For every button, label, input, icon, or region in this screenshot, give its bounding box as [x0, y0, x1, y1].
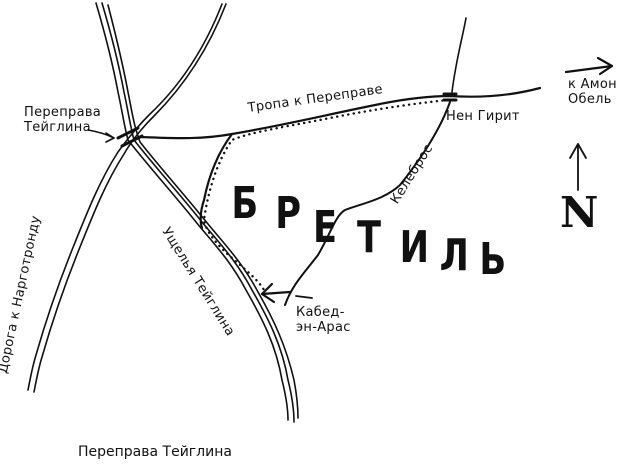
region-letter: Е: [313, 202, 338, 253]
celebros-stream: [451, 17, 467, 93]
nen-girith-marks: [442, 92, 458, 102]
celebros-lower: [284, 101, 451, 306]
label-crossing: Переправа Тейглина: [24, 105, 102, 135]
region-letter: Т: [357, 212, 382, 263]
arrow-to-amon-obel: [564, 56, 614, 76]
north-arrow-icon: [569, 143, 587, 191]
crossing-marks: [116, 126, 144, 148]
label-cabed: Кабед- эн-Арас: [296, 305, 351, 335]
trail-line: [138, 86, 542, 140]
region-letter: Р: [275, 188, 302, 239]
label-to-amon-obel: к Амон Обель: [568, 77, 617, 107]
cabed-tick: [295, 295, 313, 299]
arrow-to-crossing: [87, 129, 115, 143]
teiglin-river: [95, 2, 299, 423]
road-to-nargothrond: [27, 3, 227, 393]
north-letter: N: [560, 188, 599, 237]
region-letter: Ь: [479, 234, 507, 285]
arrow-to-cabed: [260, 282, 292, 304]
trail-branch: [199, 132, 234, 230]
region-letter: Б: [231, 178, 259, 229]
label-nen-girith: Нен Гирит: [446, 109, 520, 124]
region-letter: И: [399, 222, 430, 273]
map-caption: Переправа Тейглина: [78, 444, 232, 460]
dotted-path: [202, 98, 450, 292]
region-letter: Л: [439, 230, 469, 281]
